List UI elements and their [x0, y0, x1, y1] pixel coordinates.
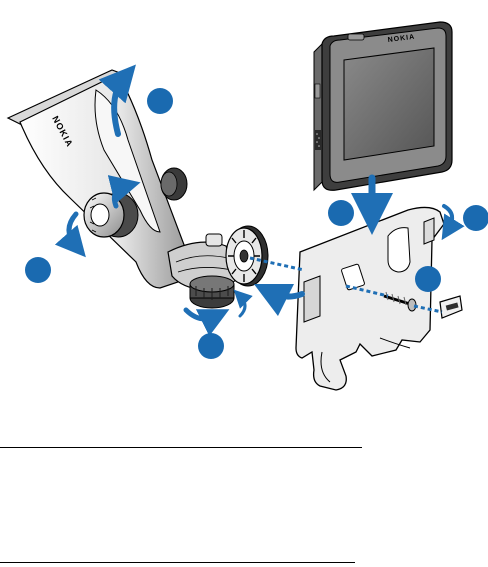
step-marker-icon: [415, 266, 441, 292]
ring-rotate-arrow-icon: [186, 310, 216, 319]
step-marker-icon: [147, 88, 173, 114]
step-marker-icon: [328, 200, 354, 226]
speaker-grille-icon: [315, 130, 321, 150]
device-holder-cradle: [296, 207, 444, 390]
device-screen: [344, 48, 434, 160]
slide-onto-connector-arrow-icon: [270, 292, 302, 297]
arm-side-knob[interactable]: [161, 168, 187, 200]
gear-disc-connector: [226, 226, 268, 286]
divider-line-top: [0, 447, 362, 448]
ring-return-arrow-icon: [240, 296, 245, 316]
locking-ring[interactable]: [190, 276, 234, 308]
screw-cover-cap: [440, 296, 462, 318]
step-marker-icon: [25, 257, 51, 283]
car-holder-assembly-diagram: NOKIA: [0, 0, 488, 420]
tilt-knob[interactable]: [84, 193, 138, 237]
step-marker-icon: [463, 205, 488, 231]
navigation-device: NOKIA: [314, 22, 452, 190]
knob-rotate-arrow-icon: [69, 214, 76, 246]
divider-line-bottom: [0, 562, 355, 563]
step-marker-icon: [198, 333, 224, 359]
clip-rotate-arrow-icon: [444, 206, 452, 230]
device-power-button[interactable]: [348, 34, 364, 40]
